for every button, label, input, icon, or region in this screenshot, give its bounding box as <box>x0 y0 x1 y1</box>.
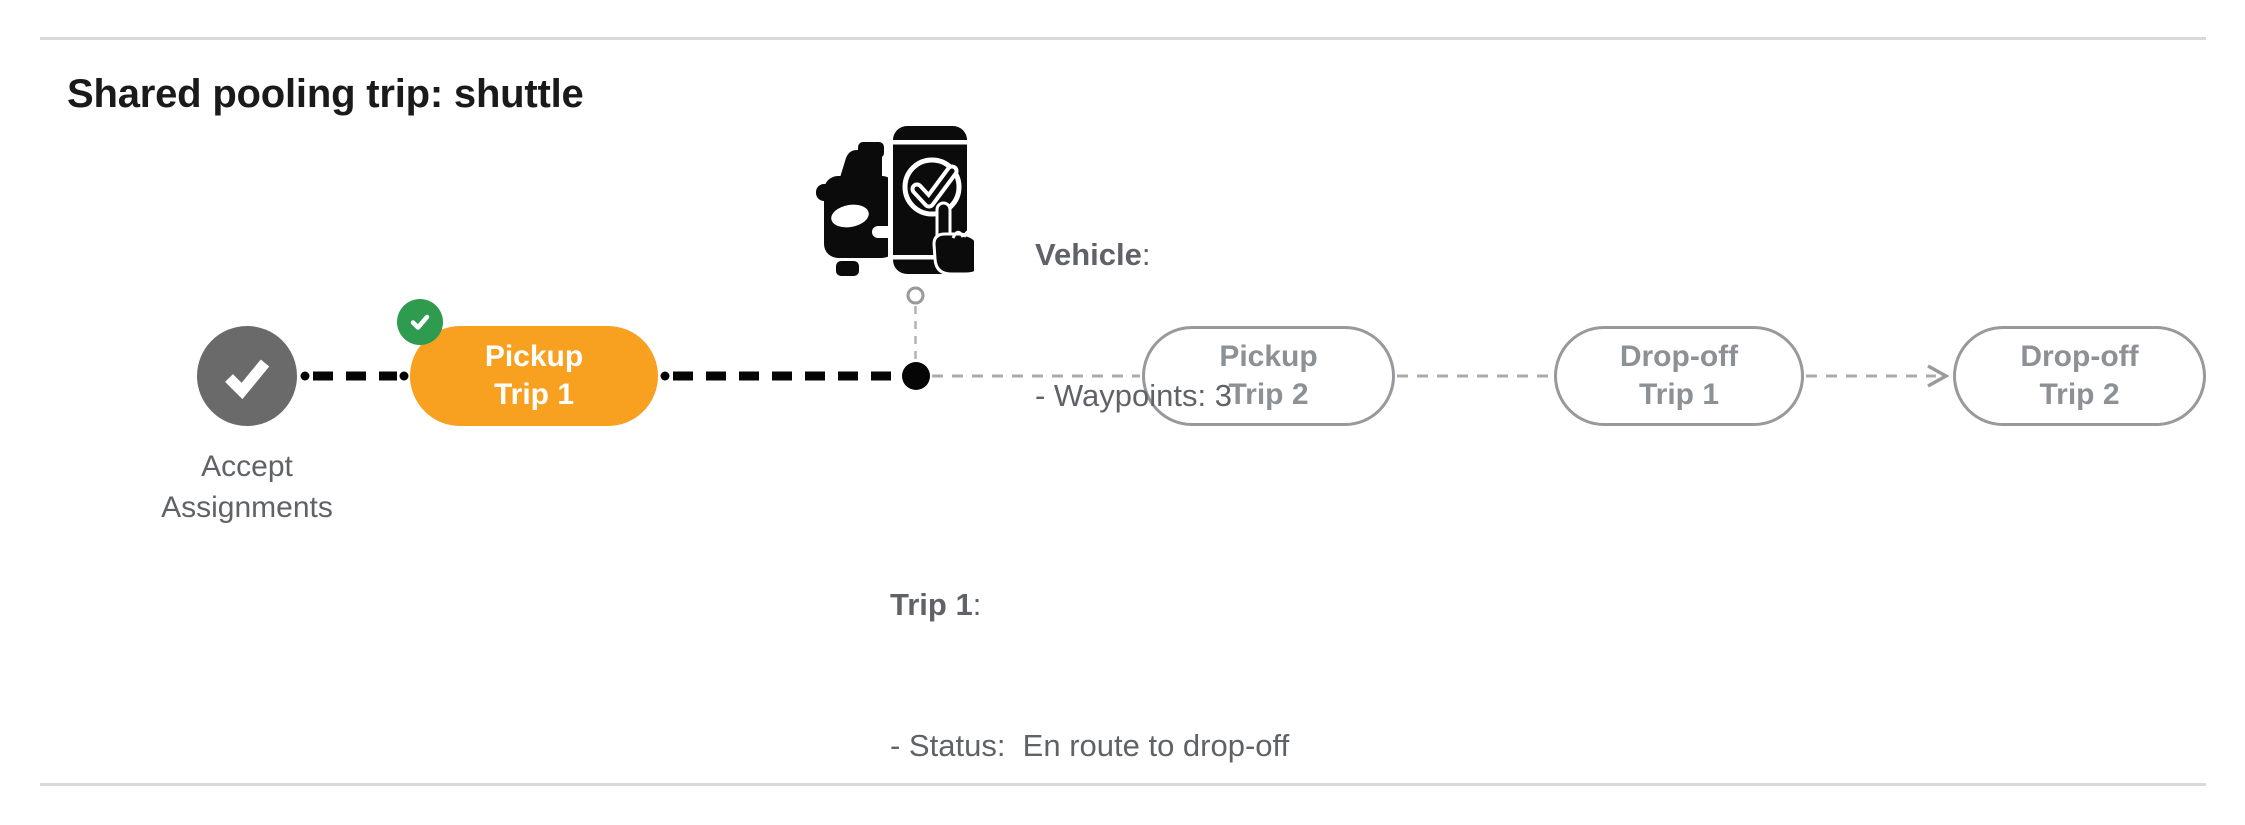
node-pickup-trip-1: Pickup Trip 1 <box>410 326 658 426</box>
pill-label-line: Trip 1 <box>1638 378 1720 411</box>
robotaxi-phone-check-icon <box>816 124 974 276</box>
pill-label-line: Pickup <box>1219 340 1318 373</box>
page-title: Shared pooling trip: shuttle <box>67 72 584 116</box>
connector-dot <box>399 371 409 381</box>
trip1-annotation-status: - Status: En route to drop-off <box>890 728 1290 763</box>
vehicle-annotation: Vehicle: - Waypoints: 3 <box>1035 137 1232 513</box>
node-drop-off-trip-1: Drop-off Trip 1 <box>1554 326 1804 426</box>
car-window <box>831 204 869 228</box>
top-divider <box>40 37 2206 40</box>
check-icon <box>410 314 430 330</box>
pill-label-line: Drop-off <box>2020 340 2139 373</box>
arrowhead-icon <box>1927 364 1950 388</box>
bottom-divider <box>40 783 2206 786</box>
vehicle-annotation-title-text: Vehicle <box>1035 237 1142 272</box>
hand-pointer-shape <box>932 201 974 276</box>
pill-label-line: Trip 1 <box>493 378 575 411</box>
vehicle-annotation-title: Vehicle: <box>1035 231 1232 278</box>
trips-annotation: Trip 1: - Status: En route to drop-off -… <box>890 487 1289 825</box>
check-circle-icon <box>902 157 962 217</box>
node-accept-assignments <box>197 326 297 426</box>
completed-badge <box>397 299 443 345</box>
vehicle-marker-circle <box>906 286 925 305</box>
node-label-line: Accept <box>201 450 293 483</box>
check-icon <box>225 359 270 400</box>
connector-dot <box>660 371 670 381</box>
current-position-dot <box>902 362 930 390</box>
pill-label-line: Pickup <box>484 340 584 373</box>
vehicle-annotation-colon: : <box>1141 237 1151 272</box>
trip1-annotation-title-text: Trip 1 <box>890 587 973 622</box>
node-label-line: Assignments <box>161 491 333 524</box>
trip1-annotation-title: Trip 1: <box>890 581 1289 628</box>
node-drop-off-trip-2: Drop-off Trip 2 <box>1953 326 2206 426</box>
node-accept-assignments-label: Accept Assignments <box>87 446 407 528</box>
vehicle-annotation-waypoints: - Waypoints: 3 <box>1035 378 1232 413</box>
node-pickup-trip-2: Pickup Trip 2 <box>1142 326 1395 426</box>
trip1-annotation-colon: : <box>972 587 982 622</box>
pill-label-line: Trip 2 <box>1228 378 1309 411</box>
connector-dot <box>300 371 310 381</box>
pill-label-line: Drop-off <box>1619 340 1739 373</box>
pill-label-line: Trip 2 <box>2039 378 2120 411</box>
